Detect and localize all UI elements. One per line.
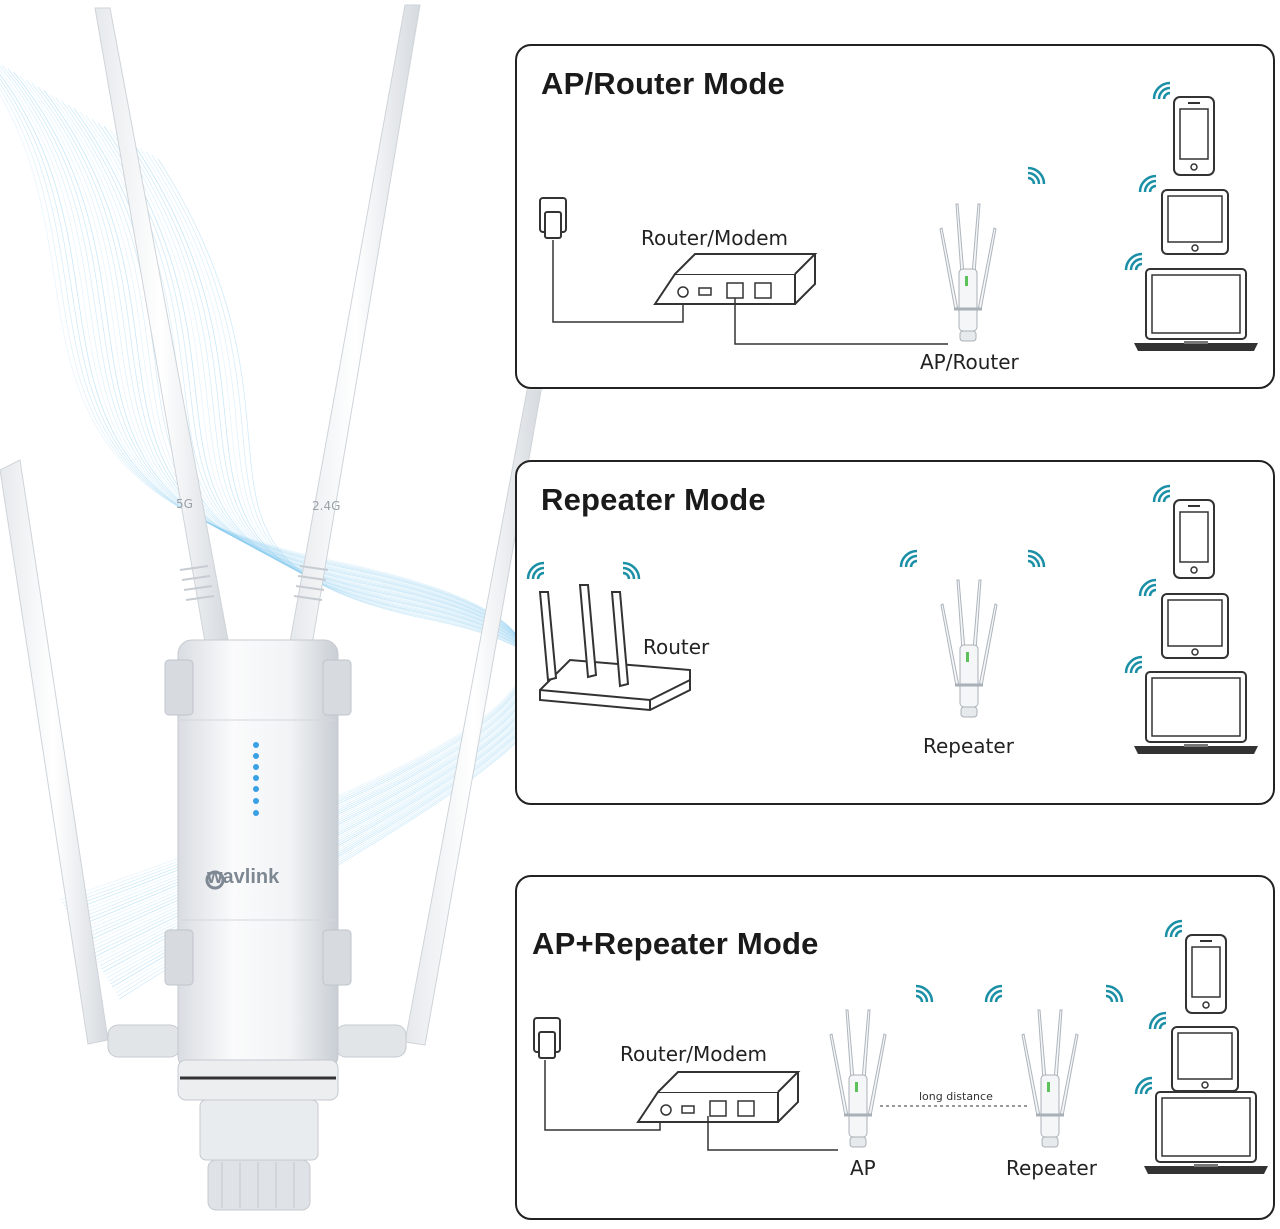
swirl-line (108, 136, 545, 982)
antenna-label-5g: 5G (176, 497, 193, 511)
label-router: Router (643, 635, 710, 659)
swirl-line (19, 75, 532, 931)
p3-repeater-unit-icon (1020, 1008, 1080, 1149)
p2-wifi-right-icon (1026, 549, 1046, 569)
p3-tablet-icon (1148, 1011, 1239, 1092)
p3-phone-icon (1164, 919, 1227, 1014)
swirl-line (49, 93, 536, 946)
p1-laptop-icon (1124, 252, 1259, 352)
p1-wifi-icon (1026, 166, 1046, 186)
p1-ap-unit-icon (938, 202, 998, 343)
label-ap-router: AP/Router (920, 350, 1019, 374)
swirl-line (13, 72, 532, 928)
p2-router-icon (526, 561, 691, 712)
swirl-line (0, 69, 529, 916)
p3-wifi-ap-icon (914, 984, 934, 1004)
p1-phone-icon (1152, 81, 1215, 176)
swirl-line (0, 78, 528, 910)
panel-title-ap-repeater: AP+Repeater Mode (532, 926, 819, 961)
swirl-line (104, 129, 543, 976)
swirl-line (115, 151, 548, 994)
panel-title-repeater: Repeater Mode (541, 482, 766, 517)
label-router-modem: Router/Modem (641, 226, 788, 250)
p1-tablet-icon (1138, 174, 1229, 255)
antenna-2-4g (289, 4, 421, 646)
swirl-line (7, 68, 531, 925)
p2-tablet-icon (1138, 578, 1229, 659)
swirl-line (91, 118, 541, 967)
swirl-line (0, 73, 528, 913)
background-swirl (0, 64, 550, 1000)
p2-repeater-unit-icon (939, 578, 999, 719)
p1-power-plug-icon (539, 197, 567, 239)
swirl-line (25, 79, 533, 934)
swirl-line (113, 147, 547, 991)
p3-power-plug-icon (533, 1017, 561, 1059)
p2-wifi-left-icon (899, 549, 919, 569)
p3-laptop-icon (1134, 1076, 1269, 1175)
product-image: wavlink 5G 2.4G (0, 0, 560, 1224)
swirl-line (119, 158, 550, 1000)
p3-wifi-rep-right-icon (1104, 984, 1124, 1004)
panel-ap-repeater-mode (515, 875, 1275, 1220)
label-repeater-3: Repeater (1006, 1156, 1097, 1180)
swirl-line (97, 122, 542, 970)
swirl-line (37, 86, 534, 940)
label-repeater: Repeater (923, 734, 1014, 758)
p3-ap-unit-icon (828, 1008, 888, 1149)
brand-logo-icon (205, 870, 225, 890)
swirl-line (1, 64, 530, 922)
antenna-label-2-4g: 2.4G (312, 499, 341, 513)
swirl-line (31, 82, 534, 937)
router-device (0, 4, 543, 1211)
swirl-line (0, 94, 526, 901)
swirl-line (103, 126, 543, 973)
p3-wifi-rep-left-icon (984, 984, 1004, 1004)
p2-phone-icon (1152, 484, 1215, 579)
label-long-distance: long distance (919, 1090, 993, 1103)
swirl-line (43, 90, 535, 943)
swirl-line (111, 144, 547, 988)
panel-title-ap-router: AP/Router Mode (541, 66, 785, 101)
p1-modem-icon (654, 253, 816, 305)
swirl-line (85, 115, 540, 964)
swirl-line (55, 97, 536, 949)
p2-laptop-icon (1124, 655, 1259, 755)
status-leds (253, 742, 259, 816)
brand-logo-text: wavlink (207, 866, 280, 888)
swirl-line (110, 140, 546, 985)
p3-modem-icon (637, 1071, 799, 1123)
swirl-line (117, 154, 549, 997)
label-ap: AP (850, 1156, 876, 1180)
swirl-line (106, 133, 544, 979)
label-router-modem-3: Router/Modem (620, 1042, 767, 1066)
swirl-line (0, 88, 526, 904)
swirl-line (0, 66, 529, 919)
swirl-line (0, 83, 527, 907)
